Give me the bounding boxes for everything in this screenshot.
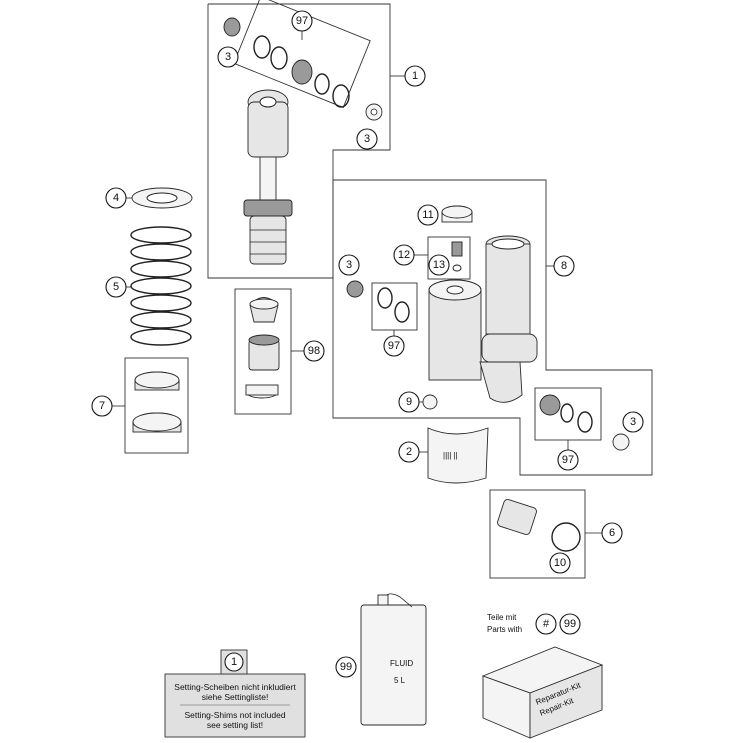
svg-text:3: 3 (630, 416, 636, 428)
callout-98: 98 (303, 340, 325, 362)
callout-3-right: 3 (622, 411, 644, 433)
frame-kit-97-mid (371, 282, 418, 331)
note-en-line1: Setting-Shims not included (184, 710, 285, 720)
spring-retainer-part (131, 187, 193, 209)
svg-text:|||| ||: |||| || (443, 451, 458, 460)
svg-text:3: 3 (346, 259, 352, 271)
note-callout-1: 1 (224, 652, 244, 672)
svg-text:9: 9 (406, 396, 412, 408)
adjuster-cartridge-part (497, 499, 581, 552)
svg-text:6: 6 (609, 527, 615, 539)
seal-kit-97-right-parts (539, 394, 630, 451)
svg-text:98: 98 (308, 345, 320, 357)
frame-reservoir-assembly (332, 179, 653, 476)
callout-4: 4 (105, 187, 127, 209)
spring-part (130, 226, 192, 346)
reservoir-cap-part (441, 205, 473, 223)
callout-3-top-left: 3 (217, 46, 239, 68)
callout-5: 5 (105, 276, 127, 298)
valve-part (451, 241, 463, 272)
svg-text:97: 97 (296, 15, 308, 27)
callout-97-mid: 97 (383, 335, 405, 357)
leader-lines (112, 30, 602, 534)
callout-97-top: 97 (291, 10, 313, 32)
callout-8: 8 (553, 255, 575, 277)
svg-text:2: 2 (406, 446, 412, 458)
callout-10: 10 (549, 552, 571, 574)
svg-text:1: 1 (231, 656, 237, 668)
svg-text:5: 5 (113, 281, 119, 293)
callout-9: 9 (398, 391, 420, 413)
repair-kit-box: Reparatur-Kit Repair-Kit (481, 646, 604, 739)
bushing-part (422, 394, 438, 410)
damper-body-part (243, 89, 293, 265)
fluid-label: FLUID (390, 659, 413, 668)
svg-text:10: 10 (554, 557, 566, 569)
kit-99-callout: 99 (559, 613, 581, 635)
svg-text:12: 12 (398, 249, 410, 261)
kit-info-line1: Teile mit (487, 613, 517, 622)
frame-kit-7 (124, 357, 189, 454)
fluid-volume: 5 L (394, 676, 406, 685)
callout-2: 2 (398, 441, 420, 463)
callout-7: 7 (91, 395, 113, 417)
svg-text:4: 4 (113, 192, 119, 204)
svg-text:97: 97 (562, 454, 574, 466)
svg-text:99: 99 (564, 618, 576, 630)
svg-text:3: 3 (364, 133, 370, 145)
svg-text:8: 8 (561, 260, 567, 272)
reservoir-body-part (428, 235, 538, 403)
adjuster-rings-part (132, 371, 182, 433)
frame-kit-98 (234, 288, 292, 415)
callout-6: 6 (601, 522, 623, 544)
svg-text:99: 99 (340, 661, 352, 673)
protective-sleeve-part: |||| || (427, 427, 489, 484)
callout-13: 13 (428, 254, 450, 276)
svg-text:3: 3 (225, 51, 231, 63)
callout-3-top-right: 3 (356, 128, 378, 150)
note-de-line2: siehe Settingliste! (202, 692, 269, 702)
svg-text:7: 7 (99, 400, 105, 412)
callout-1: 1 (404, 65, 426, 87)
svg-text:13: 13 (433, 259, 445, 271)
frame-kit-12 (427, 236, 471, 280)
seal-kit-97-top-parts (223, 17, 383, 121)
bushing-kit-98-parts (245, 297, 280, 399)
frame-damper-assembly (207, 3, 391, 279)
callout-99-fluid: 99 (335, 656, 357, 678)
svg-text:#: # (543, 618, 550, 630)
note-de-line1: Setting-Scheiben nicht inkludiert (174, 682, 296, 692)
svg-text:1: 1 (412, 70, 418, 82)
callout-12: 12 (393, 244, 415, 266)
callout-11: 11 (417, 204, 439, 226)
note-en-line2: see setting list! (207, 720, 263, 730)
frame-kit-97-top (233, 0, 371, 109)
svg-text:11: 11 (422, 209, 433, 221)
callout-3-mid-left: 3 (338, 254, 360, 276)
callout-97-right: 97 (557, 449, 579, 471)
fluid-canister: FLUID 5 L (360, 593, 427, 726)
kit-info-line2: Parts with (487, 625, 522, 634)
seal-left-part (346, 280, 364, 298)
frame-kit-6 (489, 489, 586, 579)
kit-hash-callout: # (535, 613, 557, 635)
seal-kit-97-mid-parts (377, 287, 410, 323)
setting-shims-note: Setting-Scheiben nicht inkludiert siehe … (164, 649, 306, 738)
svg-text:97: 97 (388, 340, 400, 352)
